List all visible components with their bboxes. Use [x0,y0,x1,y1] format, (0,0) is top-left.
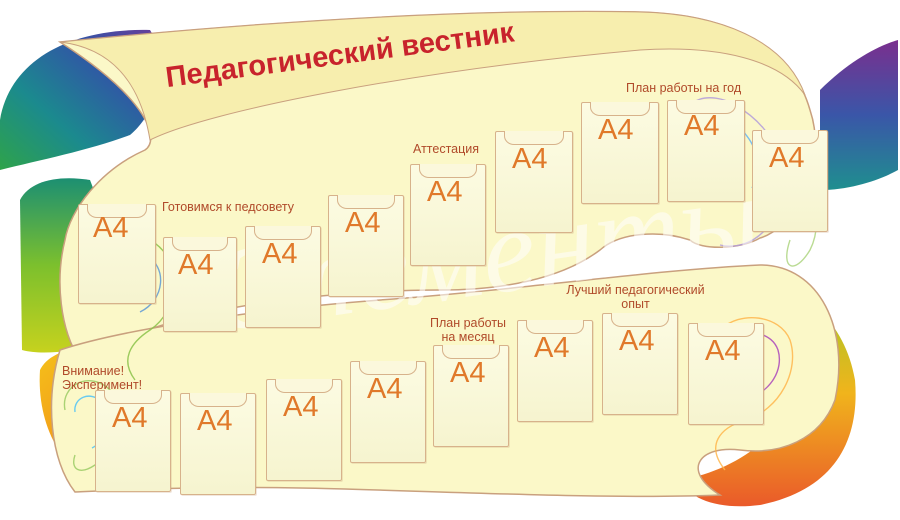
pocket-label: А4 [262,238,298,270]
pocket-bottom-4: А4 [350,361,426,463]
pocket-top-1: А4 [78,204,156,304]
section-experience-line2: опыт [621,297,650,311]
section-month-plan-line1: План работы [429,316,507,330]
pocket-label: А4 [178,249,214,281]
pocket-label: А4 [427,176,463,208]
pocket-label: А4 [367,373,403,405]
section-month-plan-line2: на месяц [441,330,495,344]
pocket-label: А4 [684,110,720,142]
pocket-bottom-6: А4 [517,320,593,422]
pocket-label: А4 [512,143,548,175]
pocket-label: А4 [769,142,805,174]
section-year-plan: План работы на год [626,81,742,95]
pocket-top-7: А4 [581,102,659,204]
pocket-top-6: А4 [495,131,573,233]
pocket-top-5: А4 [410,164,486,266]
pocket-label: А4 [197,405,233,437]
pocket-label: А4 [598,114,634,146]
pocket-label: А4 [705,335,741,367]
pocket-bottom-8: А4 [688,323,764,425]
section-experiment: Внимание! Эксперимент! [62,364,142,392]
pocket-bottom-5: А4 [433,345,509,447]
pocket-label: А4 [112,402,148,434]
pocket-label: А4 [450,357,486,389]
pocket-bottom-2: А4 [180,393,256,495]
pocket-top-2: А4 [163,237,237,332]
section-experiment-line2: Эксперимент! [62,378,143,392]
pocket-label: А4 [93,212,129,244]
pocket-bottom-1: А4 [95,390,171,492]
section-experience-line1: Лучший педагогический [566,283,705,297]
section-month-plan: План работы на месяц [418,316,518,344]
pocket-label: А4 [283,391,319,423]
pocket-bottom-7: А4 [602,313,678,415]
pocket-label: А4 [534,332,570,364]
pocket-top-8: А4 [667,100,745,202]
pocket-label: А4 [619,325,655,357]
section-attestation: Аттестация [413,142,480,156]
pocket-top-9: А4 [752,130,828,232]
pocket-top-3: А4 [245,226,321,328]
section-experience: Лучший педагогический опыт [548,283,723,311]
section-council: Готовимся к педсовету [162,200,295,214]
pocket-bottom-3: А4 [266,379,342,481]
pocket-top-4: А4 [328,195,404,297]
section-experiment-line1: Внимание! [62,364,125,378]
pocket-label: А4 [345,207,381,239]
